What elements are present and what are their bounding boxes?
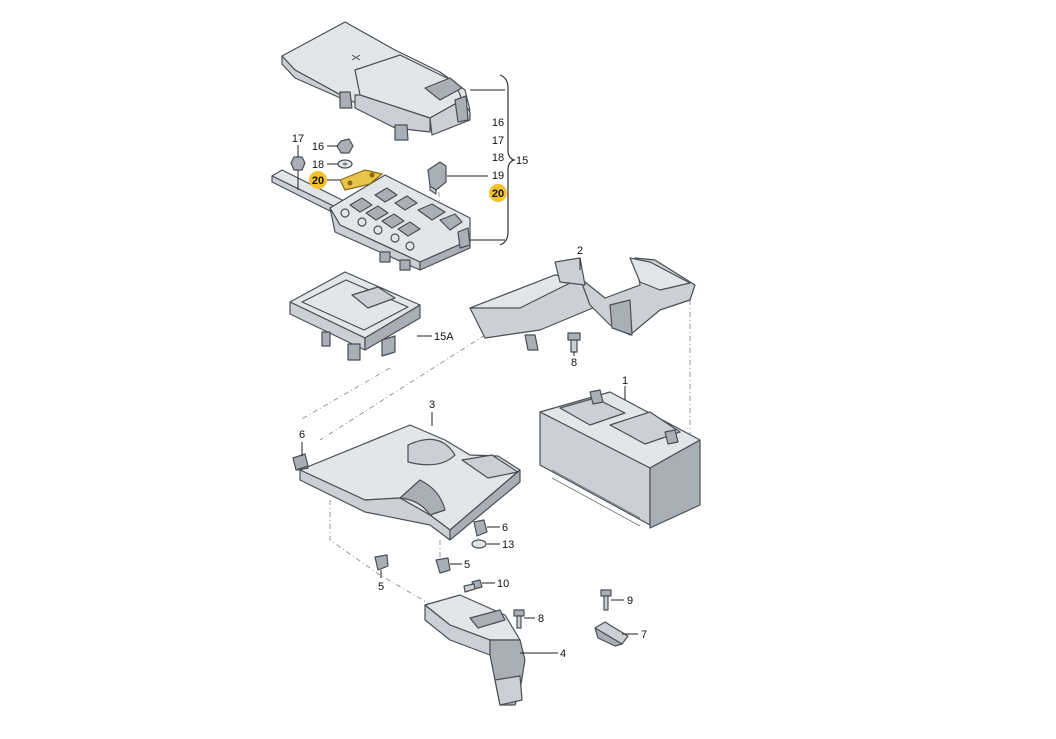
callout-6-left: 6 (299, 429, 305, 441)
washer-13 (471, 539, 487, 549)
assembly-lines (299, 179, 691, 611)
bracket-7 (594, 621, 629, 647)
callout-2: 2 (577, 245, 583, 257)
fuse-box-studs (340, 208, 415, 251)
fuse-box-base (271, 169, 471, 271)
callout-19: 19 (492, 170, 504, 182)
bolt-8-lower (513, 609, 525, 629)
callout-1: 1 (622, 375, 628, 387)
callout-8-upper: 8 (571, 357, 577, 369)
callout-18-left: 18 (312, 159, 324, 171)
callout-15a: 15A (434, 331, 454, 343)
clip-6-right (473, 519, 488, 537)
callout-7: 7 (641, 629, 647, 641)
clip-5-right (435, 557, 451, 574)
bolt-9 (600, 589, 612, 611)
battery-tray-3 (294, 424, 521, 541)
fuse-19 (427, 161, 447, 195)
leader-lines (297, 89, 638, 654)
washer-18 (337, 159, 353, 169)
clip-6-left (292, 453, 309, 471)
nut-16 (336, 138, 354, 154)
callout-labels: 17 16 18 20 16 17 18 19 20 15 15A 2 8 1 … (292, 117, 647, 660)
callout-5-left: 5 (378, 581, 384, 593)
callout-15: 15 (516, 155, 528, 167)
group-15-bracket (499, 74, 516, 246)
screw-10 (463, 579, 483, 593)
tray-15a (289, 271, 421, 361)
fuse-box-cover (281, 21, 471, 141)
callout-4: 4 (560, 648, 566, 660)
callout-3: 3 (429, 399, 435, 411)
highlight-badge-20-left (309, 171, 327, 189)
callout-5-right: 5 (464, 559, 470, 571)
callout-18-right: 18 (492, 152, 504, 164)
highlight-badge-20-right (489, 184, 507, 202)
busbar-20 (339, 169, 384, 191)
callout-6-right: 6 (502, 522, 508, 534)
bracket-4 (424, 594, 526, 706)
clip-5-left (374, 554, 389, 571)
callout-8-lower: 8 (538, 613, 544, 625)
callout-17-left: 17 (292, 133, 304, 145)
callout-9: 9 (627, 595, 633, 607)
callout-20-left: 20 (312, 175, 324, 187)
callout-17-right: 17 (492, 135, 504, 147)
battery-1 (539, 389, 701, 529)
nut-17 (290, 156, 306, 171)
callout-10: 10 (497, 578, 509, 590)
callout-16-right: 16 (492, 117, 504, 129)
callout-20-right: 20 (492, 188, 504, 200)
fuse-slots (349, 187, 463, 237)
callout-13: 13 (502, 539, 514, 551)
battery-housing-2 (469, 257, 696, 351)
callout-16-left: 16 (312, 141, 324, 153)
bolt-8-upper (567, 332, 581, 353)
